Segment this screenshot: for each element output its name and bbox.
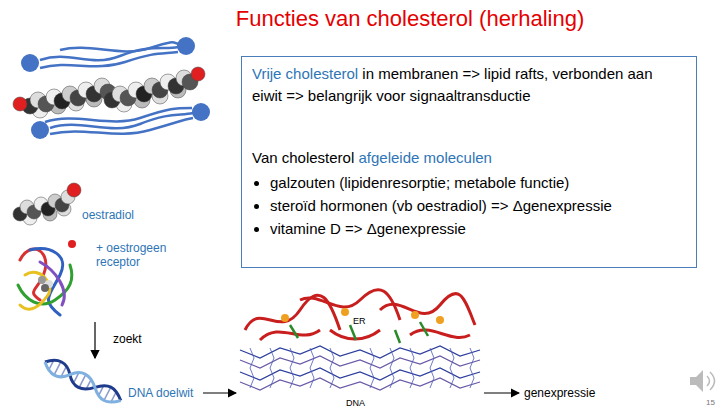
bullet-list: galzouten (lipidenresorptie; metabole fu…	[252, 171, 686, 240]
membrane-heads	[21, 54, 39, 72]
er-zinc-atoms	[281, 314, 289, 322]
cholesterol-molecule	[104, 67, 205, 112]
dna-helix	[48, 359, 117, 403]
cholesterol-molecule	[13, 97, 27, 111]
er-zinc-atoms	[341, 308, 349, 316]
dna-structure	[410, 348, 414, 388]
er-protein-ribbon	[245, 295, 340, 330]
box-text: afgeleide moleculen	[358, 149, 491, 166]
dna-structure	[470, 348, 474, 388]
receptor-protein	[41, 284, 49, 292]
er-zinc-atoms	[411, 311, 419, 319]
dna-helix	[79, 375, 85, 387]
membrane-heads	[21, 37, 210, 139]
dna-helix	[111, 393, 116, 402]
er-protein-ribbon	[410, 330, 470, 337]
cholesterol-molecule	[13, 78, 116, 118]
flow-arrow	[94, 322, 95, 358]
dna-helix	[42, 355, 125, 407]
dna-helix	[54, 362, 60, 374]
dna-structure	[270, 348, 274, 388]
er-zinc-atoms	[436, 316, 444, 324]
dna-structure	[370, 348, 374, 388]
arrow-label: zoekt	[113, 332, 142, 346]
flow-arrow	[95, 322, 519, 393]
er-protein-ribbon	[260, 330, 320, 340]
membrane-heads	[192, 103, 210, 121]
dna-structure	[430, 348, 434, 388]
molecule-label: + oestrogeen receptor	[96, 241, 188, 270]
receptor-protein	[18, 240, 76, 315]
oestradiol-molecule	[13, 183, 81, 225]
bullet-item: vitamine D => Δgenexpressie	[270, 217, 686, 240]
flow-arrow	[203, 392, 236, 393]
er-side-chains	[420, 322, 428, 336]
paragraph: Vrije cholesterolin membranen => lipid r…	[252, 63, 686, 107]
molecule-label: oestradiol	[82, 208, 134, 222]
dna-structure	[290, 348, 294, 388]
speaker-icon	[690, 370, 715, 392]
er-protein-ribbon	[245, 290, 475, 340]
flow-arrow	[484, 392, 519, 393]
dna-structure	[240, 346, 480, 390]
oestradiol-molecule	[67, 183, 81, 197]
dna-structure	[450, 348, 454, 388]
target-label: DNA doelwit	[128, 386, 193, 400]
receptor-protein	[20, 272, 50, 309]
dna-structure	[250, 348, 474, 388]
membrane-tails	[60, 42, 180, 51]
paragraph: Van cholesterolafgeleide moleculen	[252, 147, 686, 169]
er-protein-ribbon	[380, 294, 475, 325]
box-text: Vrije cholesterol	[252, 65, 358, 82]
membrane-tails	[40, 42, 193, 134]
dna-helix	[42, 355, 125, 407]
receptor-protein	[68, 240, 76, 248]
receptor-protein	[38, 276, 46, 284]
speaker-icon	[707, 376, 710, 386]
box-text: Van cholesterol	[252, 149, 354, 166]
dna-helix	[61, 367, 66, 376]
er-side-chains	[350, 325, 356, 340]
membrane-tails	[40, 52, 178, 68]
dna-structure	[240, 368, 480, 380]
dna-structure	[310, 348, 314, 388]
speaker-icon	[710, 372, 715, 390]
cholesterol-molecule	[191, 67, 205, 81]
dna-structure	[240, 378, 480, 390]
structure-label: ER	[352, 316, 367, 327]
dna-structure	[390, 348, 394, 388]
er-side-chains	[290, 325, 298, 338]
dna-structure	[240, 356, 480, 368]
bullet-item: steroïd hormonen (vb oestradiol) => Δgen…	[270, 194, 686, 217]
dna-structure	[330, 348, 334, 388]
slide-number: 15	[706, 398, 715, 408]
speaker-icon	[690, 370, 703, 392]
dna-helix	[42, 355, 125, 407]
structure-label: DNA	[345, 398, 366, 409]
dna-structure	[240, 346, 480, 358]
membrane-heads	[31, 121, 49, 139]
er-side-chains	[395, 330, 400, 343]
text-box: Vrije cholesterolin membranen => lipid r…	[241, 56, 697, 268]
dna-structure	[250, 348, 254, 388]
dna-helix	[74, 373, 79, 382]
slide-title: Functies van cholesterol (herhaling)	[170, 6, 650, 32]
membrane-heads	[177, 37, 195, 55]
dna-helix	[104, 388, 110, 400]
result-label: genexpressie	[524, 386, 595, 400]
bullet-item: galzouten (lipidenresorptie; metabole fu…	[270, 171, 686, 194]
